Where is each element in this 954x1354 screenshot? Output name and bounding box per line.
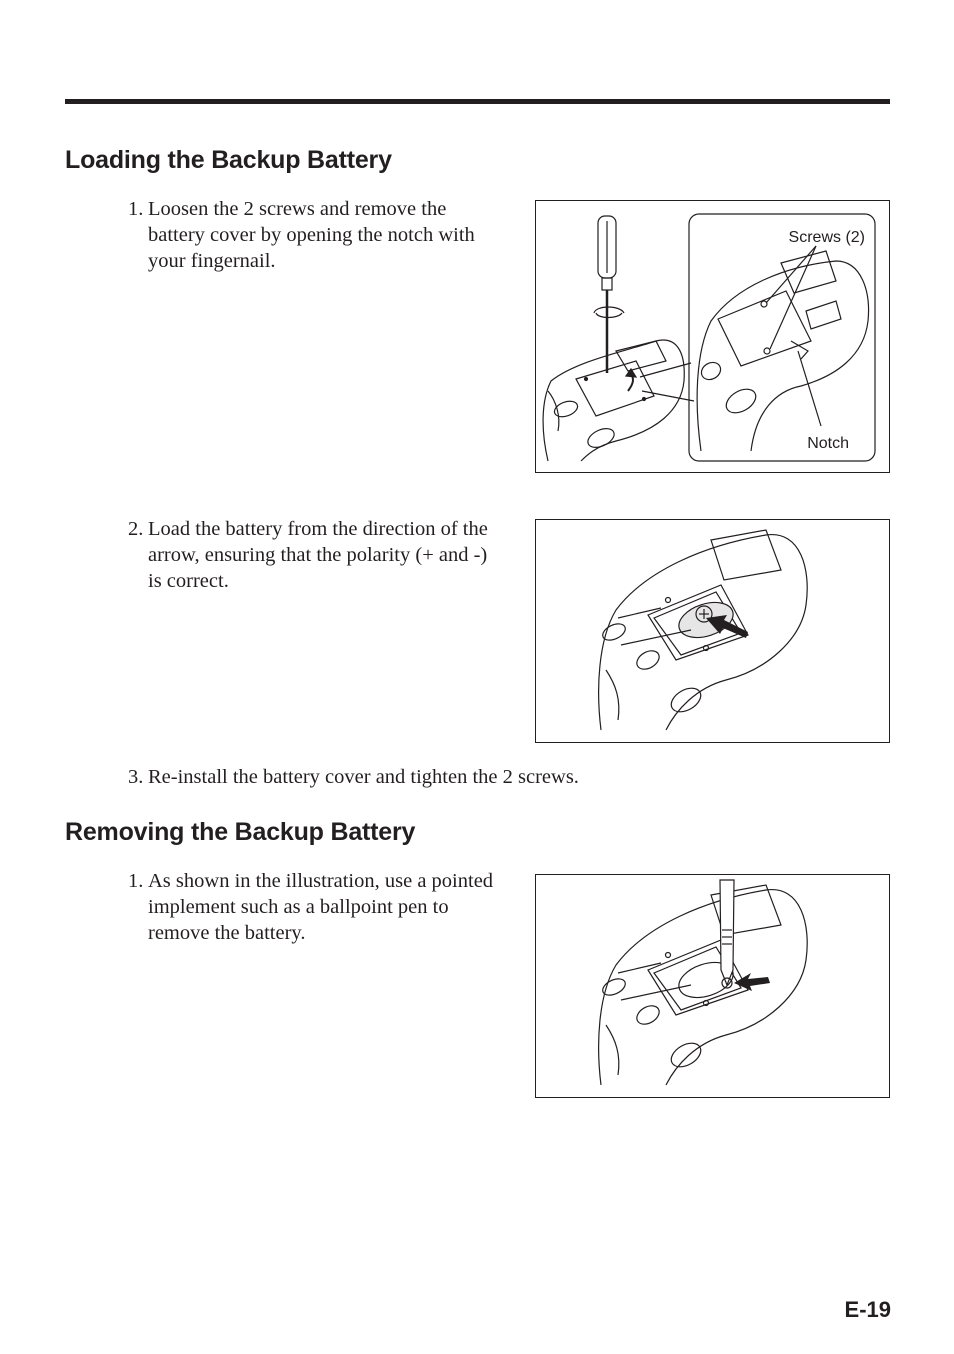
- loading-step-2: 2. Load the battery from the direction o…: [128, 516, 498, 594]
- top-rule: [65, 99, 890, 104]
- removing-step-1: 1. As shown in the illustration, use a p…: [128, 868, 498, 946]
- section-heading-removing: Removing the Backup Battery: [65, 818, 416, 846]
- loading-step-1: 1. Loosen the 2 screws and remove the ba…: [128, 196, 498, 274]
- illustration-remove-battery: [598, 879, 808, 1086]
- page-number: E-19: [844, 1297, 891, 1322]
- callout-screws: Screws (2): [789, 229, 865, 246]
- illustration-insert-battery: [598, 529, 808, 731]
- callout-notch: Notch: [807, 435, 849, 452]
- section-heading-loading: Loading the Backup Battery: [65, 146, 392, 174]
- step-text: Load the battery from the direction of t…: [148, 518, 488, 592]
- figure-insert-battery: [535, 519, 890, 743]
- step-text: As shown in the illustration, use a poin…: [148, 870, 494, 944]
- step-number: 3.: [128, 766, 144, 788]
- step-number: 2.: [128, 518, 144, 540]
- figure-remove-cover: Screws (2) Notch: [535, 200, 890, 473]
- figure-remove-battery: [535, 874, 890, 1098]
- step-text: Loosen the 2 screws and remove the batte…: [148, 198, 475, 272]
- step-number: 1.: [128, 870, 144, 892]
- step-text: Re-install the battery cover and tighten…: [148, 766, 579, 788]
- illustration-screwdriver-cover: Screws (2) Notch: [542, 213, 876, 462]
- step-number: 1.: [128, 198, 144, 220]
- loading-step-3: 3. Re-install the battery cover and tigh…: [128, 764, 648, 790]
